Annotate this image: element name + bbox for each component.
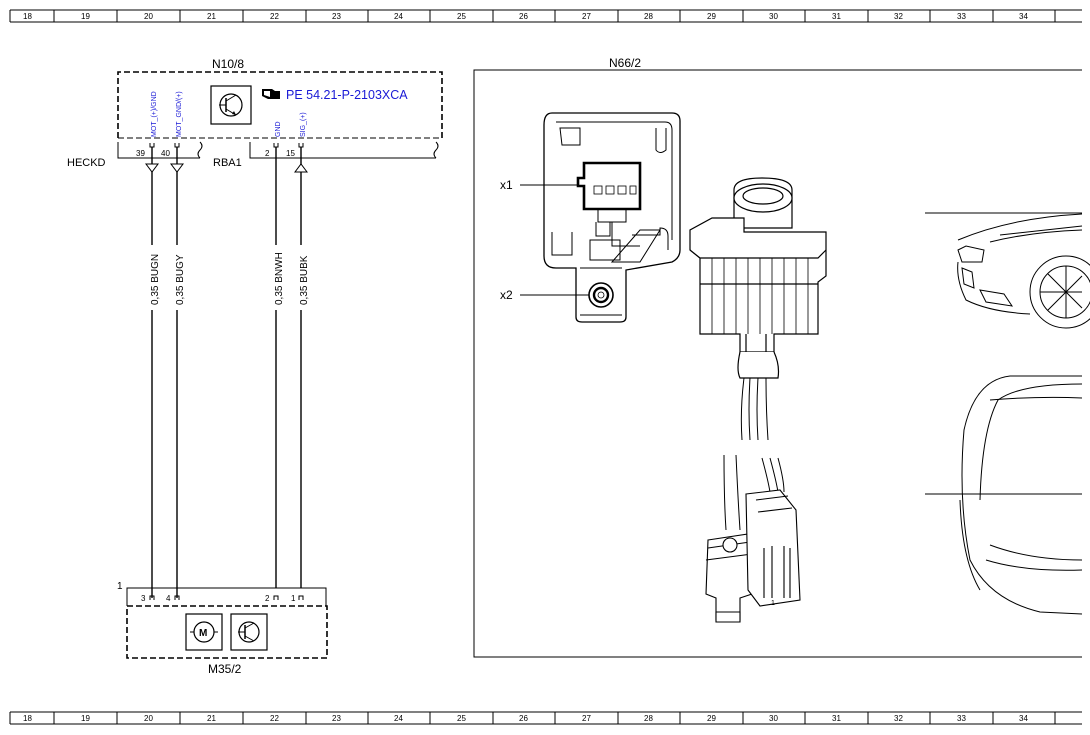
grid-col-27: 27 — [582, 12, 591, 21]
grid-col-34-bottom: 34 — [1019, 714, 1028, 723]
component-view-id: N66/2 — [609, 56, 641, 70]
pin-2-number: 2 — [265, 149, 270, 158]
wire-label-bugy: 0,35 BUGY — [175, 254, 186, 305]
motor-unit-id: M35/2 — [208, 662, 242, 676]
grid-col-21: 21 — [207, 12, 216, 21]
wire-label-bnwh: 0,35 BNWH — [274, 252, 285, 305]
control-unit-id: N10/8 — [212, 57, 244, 71]
pin-39-number: 39 — [136, 149, 145, 158]
connector-x2 — [588, 282, 614, 308]
vehicle-rear-view — [925, 375, 1083, 615]
wire-arrow-40 — [170, 163, 184, 173]
grid-col-20-bottom: 20 — [144, 714, 153, 723]
callout-x1: x1 — [500, 178, 513, 192]
connector-left-label: HECKD — [67, 157, 106, 169]
grid-col-30-bottom: 30 — [769, 714, 778, 723]
pin-39-signal: MOT_(+)/GND — [151, 91, 158, 137]
pin-40-number: 40 — [161, 149, 170, 158]
wire-label-bugn: 0,35 BUGN — [150, 254, 161, 305]
motor-connector-label: 1 — [117, 581, 123, 592]
grid-col-31: 31 — [832, 12, 841, 21]
grid-col-18-bottom: 18 — [23, 714, 32, 723]
connector-heckd — [117, 141, 203, 159]
grid-col-24-bottom: 24 — [394, 714, 403, 723]
callout-x2: x2 — [500, 288, 513, 302]
wire-arrow-15 — [294, 163, 308, 173]
grid-col-18: 18 — [23, 12, 32, 21]
camera-cable — [723, 377, 785, 531]
top-grid-strip: 18 19 20 21 22 23 24 25 26 27 28 29 30 3… — [9, 9, 1082, 23]
grid-col-19: 19 — [81, 12, 90, 21]
grid-col-26-bottom: 26 — [519, 714, 528, 723]
grid-col-20: 20 — [144, 12, 153, 21]
grid-col-32-bottom: 32 — [894, 714, 903, 723]
grid-col-33-bottom: 33 — [957, 714, 966, 723]
motor-pin-1: 1 — [291, 594, 296, 603]
plug-pin-label: 1 — [771, 600, 775, 607]
motor-pin-2: 2 — [265, 594, 270, 603]
grid-col-25: 25 — [457, 12, 466, 21]
connector-x1 — [576, 161, 642, 223]
grid-col-34: 34 — [1019, 12, 1028, 21]
motor-unit-m35-2[interactable]: 1 3 4 2 1 M M35/2 — [117, 581, 328, 676]
grid-col-32: 32 — [894, 12, 903, 21]
grid-col-29-bottom: 29 — [707, 714, 716, 723]
hand-pointer-icon — [262, 89, 280, 99]
control-unit-n10-8[interactable]: N10/8 PE 54.21-P-2103XCA MOT_(+)/GND MOT… — [67, 57, 443, 169]
grid-col-29: 29 — [707, 12, 716, 21]
camera-module — [689, 177, 827, 379]
motor-pin-4: 4 — [166, 594, 171, 603]
pin-15-signal: SIG_(+) — [300, 112, 307, 137]
wire-bundle — [151, 147, 302, 598]
camera-bracket — [543, 112, 681, 323]
grid-col-28-bottom: 28 — [644, 714, 653, 723]
grid-col-25-bottom: 25 — [457, 714, 466, 723]
camera-plug — [705, 489, 801, 623]
grid-col-30: 30 — [769, 12, 778, 21]
grid-col-21-bottom: 21 — [207, 714, 216, 723]
connector-rba1 — [249, 141, 439, 159]
transistor-icon — [210, 85, 252, 125]
grid-col-24: 24 — [394, 12, 403, 21]
grid-col-23-bottom: 23 — [332, 714, 341, 723]
pin-40-signal: MOT_GND/(+) — [176, 91, 183, 137]
grid-col-23: 23 — [332, 12, 341, 21]
wire-label-bubk: 0,35 BUBK — [299, 255, 310, 305]
motor-icon: M — [185, 613, 223, 651]
reference-link[interactable]: PE 54.21-P-2103XCA — [286, 88, 408, 102]
pin-15-number: 15 — [286, 149, 295, 158]
vehicle-front-view — [925, 212, 1090, 329]
grid-col-22: 22 — [270, 12, 279, 21]
bottom-grid-strip: 18 19 20 21 22 23 24 25 26 27 28 29 30 3… — [9, 711, 1082, 725]
transistor-icon — [230, 613, 268, 651]
wire-arrow-39 — [145, 163, 159, 173]
grid-col-19-bottom: 19 — [81, 714, 90, 723]
grid-col-31-bottom: 31 — [832, 714, 841, 723]
grid-col-26: 26 — [519, 12, 528, 21]
grid-col-27-bottom: 27 — [582, 714, 591, 723]
grid-col-33: 33 — [957, 12, 966, 21]
svg-text:M: M — [199, 628, 207, 639]
component-view-n66-2[interactable]: N66/2 — [473, 56, 1090, 658]
motor-pin-3: 3 — [141, 594, 146, 603]
pin-2-signal: GND — [275, 121, 282, 137]
grid-col-28: 28 — [644, 12, 653, 21]
connector-right-label: RBA1 — [213, 157, 242, 169]
grid-col-22-bottom: 22 — [270, 714, 279, 723]
